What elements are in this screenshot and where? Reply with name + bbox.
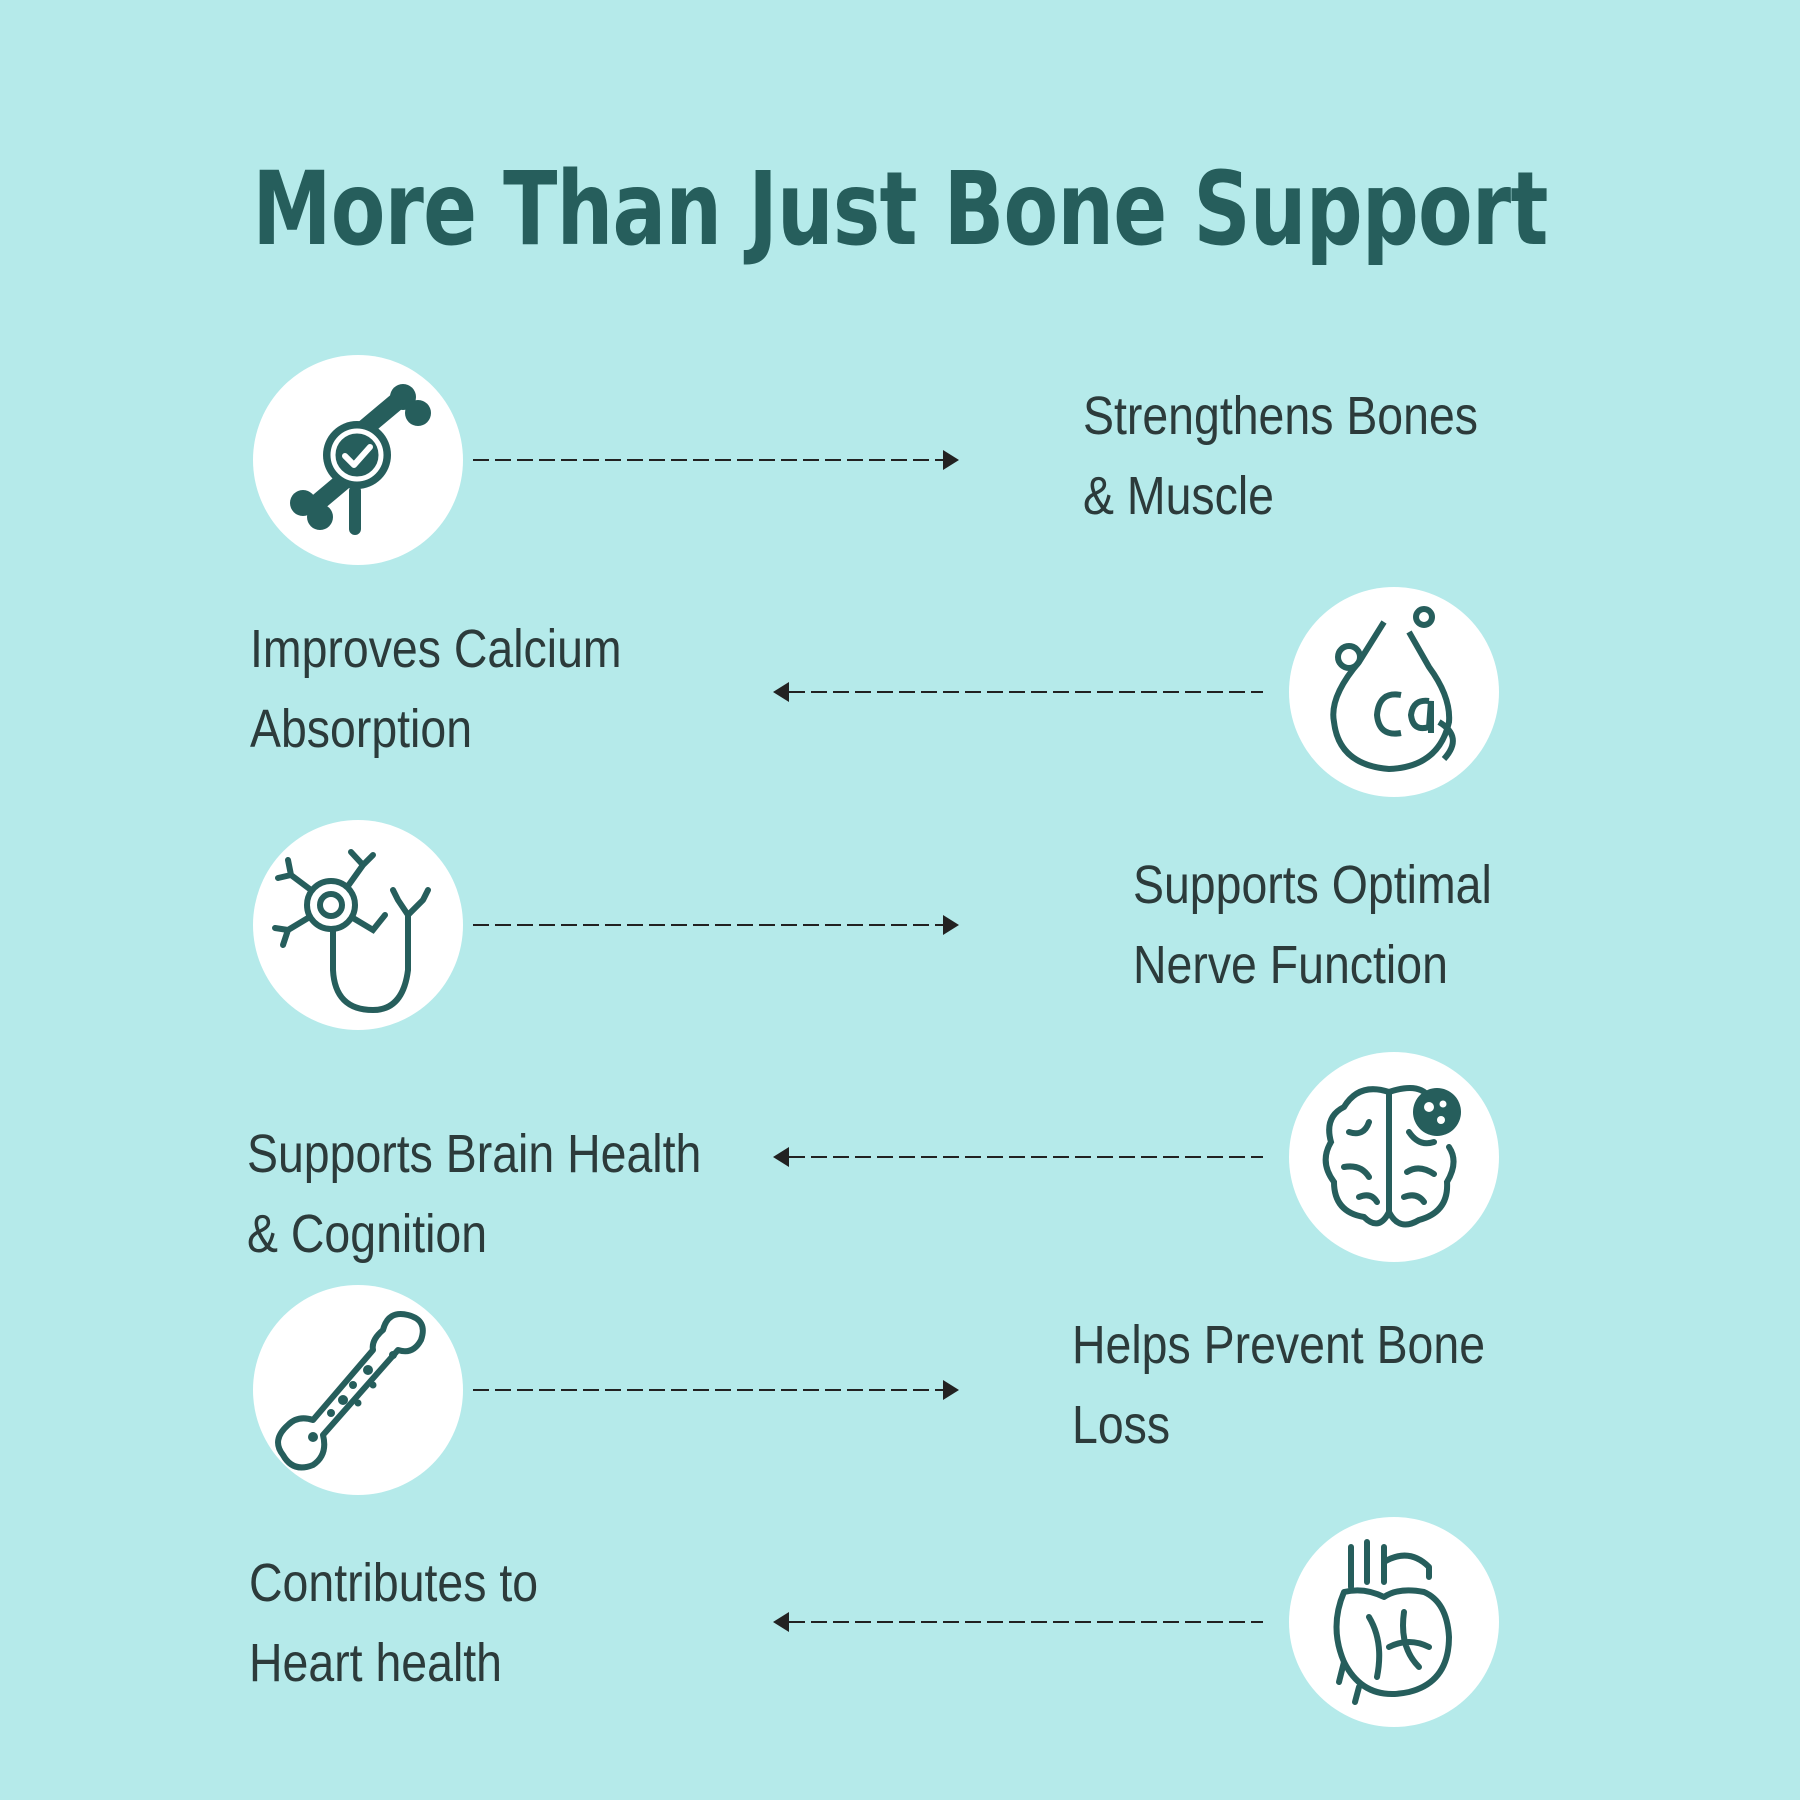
arrow-right <box>473 450 959 470</box>
benefit-label-1: Strengthens Bones& Muscle <box>1083 386 1479 526</box>
brain-icon <box>1322 1085 1461 1228</box>
benefit-icon-circle <box>1289 587 1499 797</box>
benefit-icon-circle <box>253 1285 463 1495</box>
benefit-icon-circle <box>253 820 463 1030</box>
benefit-icon-circle <box>253 355 463 565</box>
arrow-left <box>773 682 1263 702</box>
arrow-right <box>473 1380 959 1400</box>
porous-bone-icon <box>275 1311 426 1471</box>
arrow-right <box>473 915 959 935</box>
arrow-left <box>773 1147 1263 1167</box>
calcium-drop-icon <box>1330 606 1456 773</box>
heart-icon <box>1333 1539 1452 1705</box>
neuron-icon <box>272 849 431 1014</box>
bone-magnifier-icon <box>290 384 431 535</box>
page-title: More Than Just Bone Support <box>252 150 1548 269</box>
benefit-label-4: Supports Brain Health& Cognition <box>247 1124 702 1264</box>
benefit-icon-circle <box>1289 1517 1499 1727</box>
arrow-left <box>773 1612 1263 1632</box>
benefit-icon-circle <box>1289 1052 1499 1262</box>
